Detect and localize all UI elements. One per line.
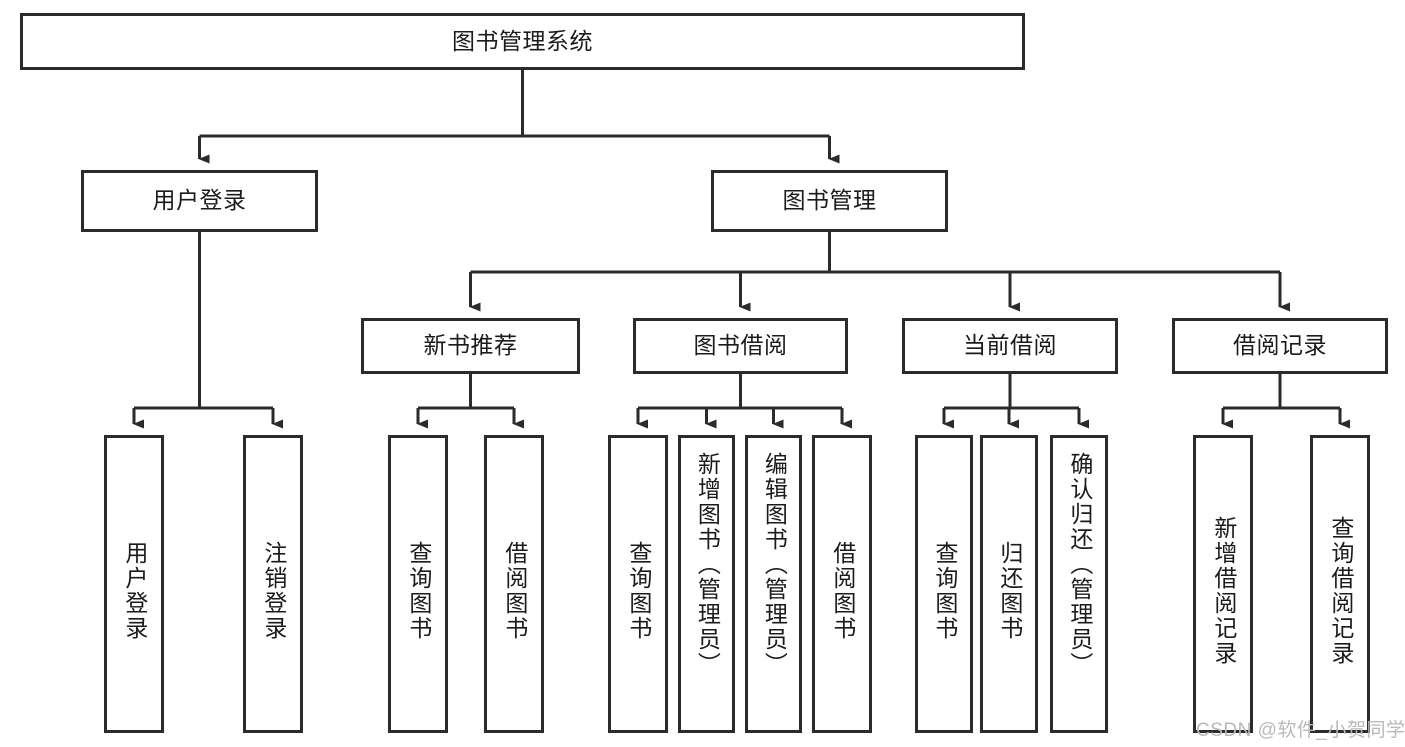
node-leaf-query-book-3[interactable]: 查询图书: [915, 435, 973, 733]
node-new-book-recommend-label: 新书推荐: [423, 332, 518, 359]
node-book-borrow[interactable]: 图书借阅: [633, 318, 848, 374]
node-leaf-add-borrow-record-label: 新增借阅记录: [1210, 516, 1237, 666]
node-leaf-add-borrow-record[interactable]: 新增借阅记录: [1193, 435, 1253, 733]
node-leaf-user-login[interactable]: 用户登录: [104, 435, 164, 733]
node-leaf-return-book[interactable]: 归还图书: [980, 435, 1038, 733]
node-user-login-label: 用户登录: [152, 187, 247, 214]
node-leaf-borrow-book-1[interactable]: 借阅图书: [484, 435, 544, 733]
node-leaf-edit-book-admin-label: 编辑图书（管理员）: [761, 452, 788, 677]
node-leaf-borrow-book-1-label: 借阅图书: [501, 541, 528, 641]
node-leaf-query-book-1-label: 查询图书: [405, 541, 432, 641]
node-new-book-recommend[interactable]: 新书推荐: [361, 318, 580, 374]
node-leaf-confirm-return-admin-label: 确认归还（管理员）: [1066, 452, 1093, 677]
node-leaf-logout-label: 注销登录: [260, 541, 287, 641]
node-user-login[interactable]: 用户登录: [81, 170, 318, 232]
node-leaf-query-borrow-record-label: 查询借阅记录: [1327, 516, 1354, 666]
node-leaf-query-book-1[interactable]: 查询图书: [388, 435, 448, 733]
node-borrow-record[interactable]: 借阅记录: [1172, 318, 1388, 374]
csdn-watermark: CSDN @软件_小贺同学: [1196, 720, 1405, 741]
node-current-borrow[interactable]: 当前借阅: [902, 318, 1118, 374]
node-leaf-query-book-2-label: 查询图书: [625, 541, 652, 641]
node-book-borrow-label: 图书借阅: [693, 332, 788, 359]
node-root[interactable]: 图书管理系统: [20, 13, 1025, 70]
node-leaf-borrow-book-2-label: 借阅图书: [829, 541, 856, 641]
node-leaf-borrow-book-2[interactable]: 借阅图书: [812, 435, 872, 733]
node-leaf-query-book-3-label: 查询图书: [931, 541, 958, 641]
node-leaf-add-book-admin-label: 新增图书（管理员）: [694, 452, 721, 677]
node-root-label: 图书管理系统: [452, 27, 593, 54]
node-leaf-confirm-return-admin[interactable]: 确认归还（管理员）: [1050, 435, 1108, 733]
node-leaf-query-borrow-record[interactable]: 查询借阅记录: [1310, 435, 1370, 733]
node-current-borrow-label: 当前借阅: [963, 332, 1057, 359]
node-leaf-query-book-2[interactable]: 查询图书: [608, 435, 668, 733]
node-book-manage[interactable]: 图书管理: [711, 170, 948, 232]
node-leaf-add-book-admin[interactable]: 新增图书（管理员）: [678, 435, 735, 733]
node-borrow-record-label: 借阅记录: [1233, 332, 1327, 359]
node-leaf-return-book-label: 归还图书: [996, 541, 1023, 641]
node-book-manage-label: 图书管理: [782, 187, 877, 214]
node-leaf-logout[interactable]: 注销登录: [243, 435, 303, 733]
node-leaf-edit-book-admin[interactable]: 编辑图书（管理员）: [745, 435, 802, 733]
node-leaf-user-login-label: 用户登录: [121, 541, 148, 641]
